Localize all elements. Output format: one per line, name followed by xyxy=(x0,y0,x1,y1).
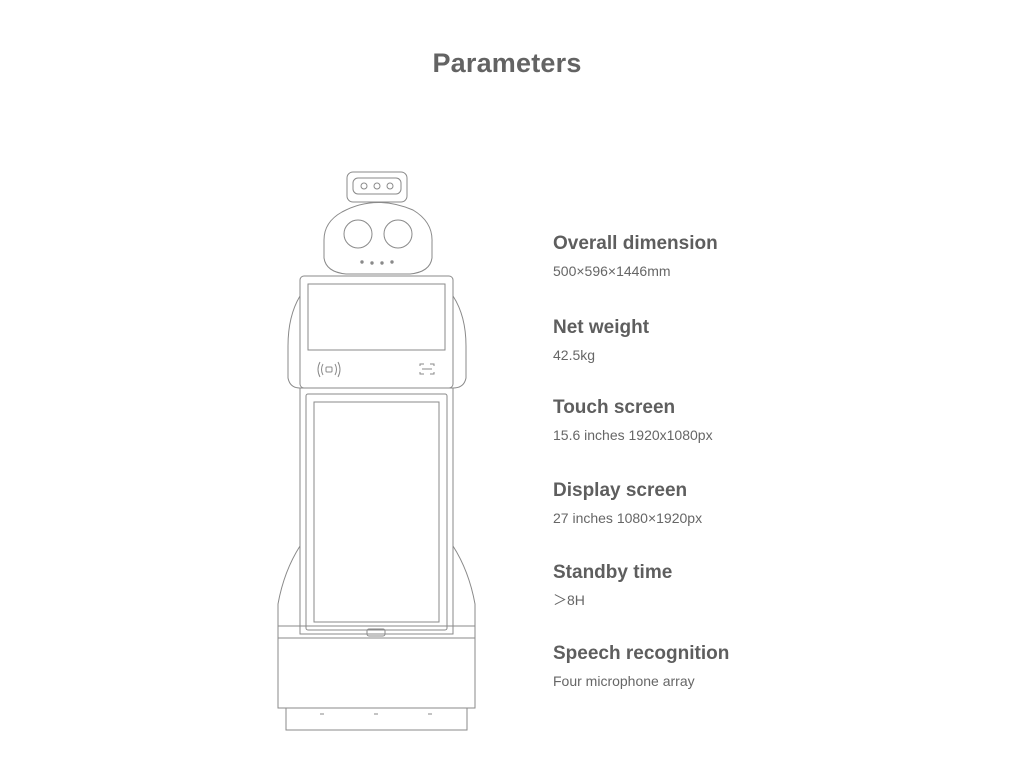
spec-label: Standby time xyxy=(553,562,673,583)
spec-label: Overall dimension xyxy=(553,233,718,254)
robot-display-screen xyxy=(299,387,454,635)
spec-standby-time: Standby time ＞8H xyxy=(553,561,672,609)
nfc-icon xyxy=(317,361,341,378)
robot-head xyxy=(323,201,433,275)
spec-value: 27 inches 1080×1920px xyxy=(553,510,703,526)
spec-value: Four microphone array xyxy=(553,673,695,689)
robot-shoulders xyxy=(287,295,467,389)
page-title: Parameters xyxy=(432,48,582,78)
spec-value: ＞8H xyxy=(553,592,585,608)
spec-label: Net weight xyxy=(553,317,650,338)
spec-value: 15.6 inches 1920x1080px xyxy=(553,427,713,443)
spec-speech-recognition: Speech recognition Four microphone array xyxy=(553,642,729,690)
spec-touch-screen: Touch screen 15.6 inches 1920x1080px xyxy=(553,396,713,444)
robot-line-drawing xyxy=(277,171,476,731)
robot-body-sides xyxy=(277,545,476,636)
robot-top-sensor xyxy=(346,171,408,203)
spec-net-weight: Net weight 42.5kg xyxy=(553,316,649,364)
spec-display-screen: Display screen 27 inches 1080×1920px xyxy=(553,479,702,527)
spec-label: Display screen xyxy=(553,480,688,501)
scanner-icon xyxy=(419,363,435,375)
robot-touch-screen xyxy=(299,275,454,389)
spec-label: Speech recognition xyxy=(553,643,730,664)
spec-label: Touch screen xyxy=(553,397,676,418)
robot-base xyxy=(277,625,476,731)
spec-value: 42.5kg xyxy=(553,347,596,363)
spec-overall-dimension: Overall dimension 500×596×1446mm xyxy=(553,232,718,280)
spec-value: 500×596×1446mm xyxy=(553,263,671,279)
